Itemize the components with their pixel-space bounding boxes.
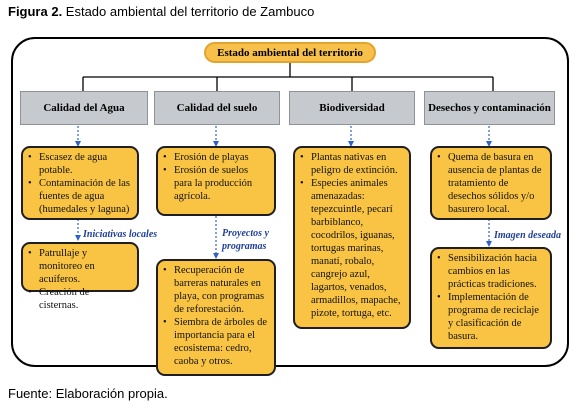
agua-actions-box: Patrullaje y monitoreo en acuíferos. Cre… [21, 242, 139, 311]
agua-action-item: Creación de cisternas. [27, 286, 131, 312]
category-calidad-suelo: Calidad del suelo [154, 91, 280, 125]
suelo-link-label-line2: programas [222, 241, 267, 252]
agua-problems-box: Escasez de agua potable. Contaminación d… [21, 146, 139, 220]
source-note: Fuente: Elaboración propia. [8, 386, 168, 401]
root-node: Estado ambiental del territorio [204, 42, 376, 63]
desechos-link-label: Imagen deseada [494, 230, 561, 241]
figure-label: Figura 2. [8, 4, 63, 19]
agua-problem-item: Escasez de agua potable. [27, 151, 131, 177]
agua-action-item: Patrullaje y monitoreo en acuíferos. [27, 247, 131, 286]
suelo-problem-item: Erosión de playas [162, 151, 268, 164]
suelo-action-item: Siembra de árboles de importancia para e… [162, 316, 268, 368]
category-calidad-agua: Calidad del Agua [20, 91, 148, 125]
figure-caption: Figura 2. Estado ambiental del territori… [8, 4, 314, 19]
suelo-actions-box: Recuperación de barreras naturales en pl… [156, 259, 276, 376]
desechos-action-item: Implementación de programa de reciclaje … [436, 291, 544, 343]
category-biodiversidad: Biodiversidad [289, 91, 415, 125]
suelo-problems-box: Erosión de playas Erosión de suelos para… [156, 146, 276, 216]
suelo-action-item: Recuperación de barreras naturales en pl… [162, 264, 268, 316]
desechos-actions-box: Sensibilización hacia cambios en las prá… [430, 247, 552, 349]
desechos-action-item: Sensibilización hacia cambios en las prá… [436, 252, 544, 291]
biodiversidad-box: Plantas nativas en peligro de extinción.… [293, 146, 411, 329]
desechos-problems-box: Quema de basura en ausencia de plantas d… [430, 146, 552, 220]
biodiversidad-item: Especies animales amenazadas: tepezcuint… [299, 177, 403, 320]
figure-title: Estado ambiental del territorio de Zambu… [62, 4, 315, 19]
suelo-link-label-line1: Proyectos y [222, 228, 269, 239]
category-desechos: Desechos y contaminación [424, 91, 555, 125]
agua-problem-item: Contaminación de las fuentes de agua (hu… [27, 177, 131, 216]
biodiversidad-item: Plantas nativas en peligro de extinción. [299, 151, 403, 177]
suelo-problem-item: Erosión de suelos para la producción agr… [162, 164, 268, 203]
agua-link-label: Iniciativas locales [83, 229, 158, 240]
desechos-problem-item: Quema de basura en ausencia de plantas d… [436, 151, 544, 216]
